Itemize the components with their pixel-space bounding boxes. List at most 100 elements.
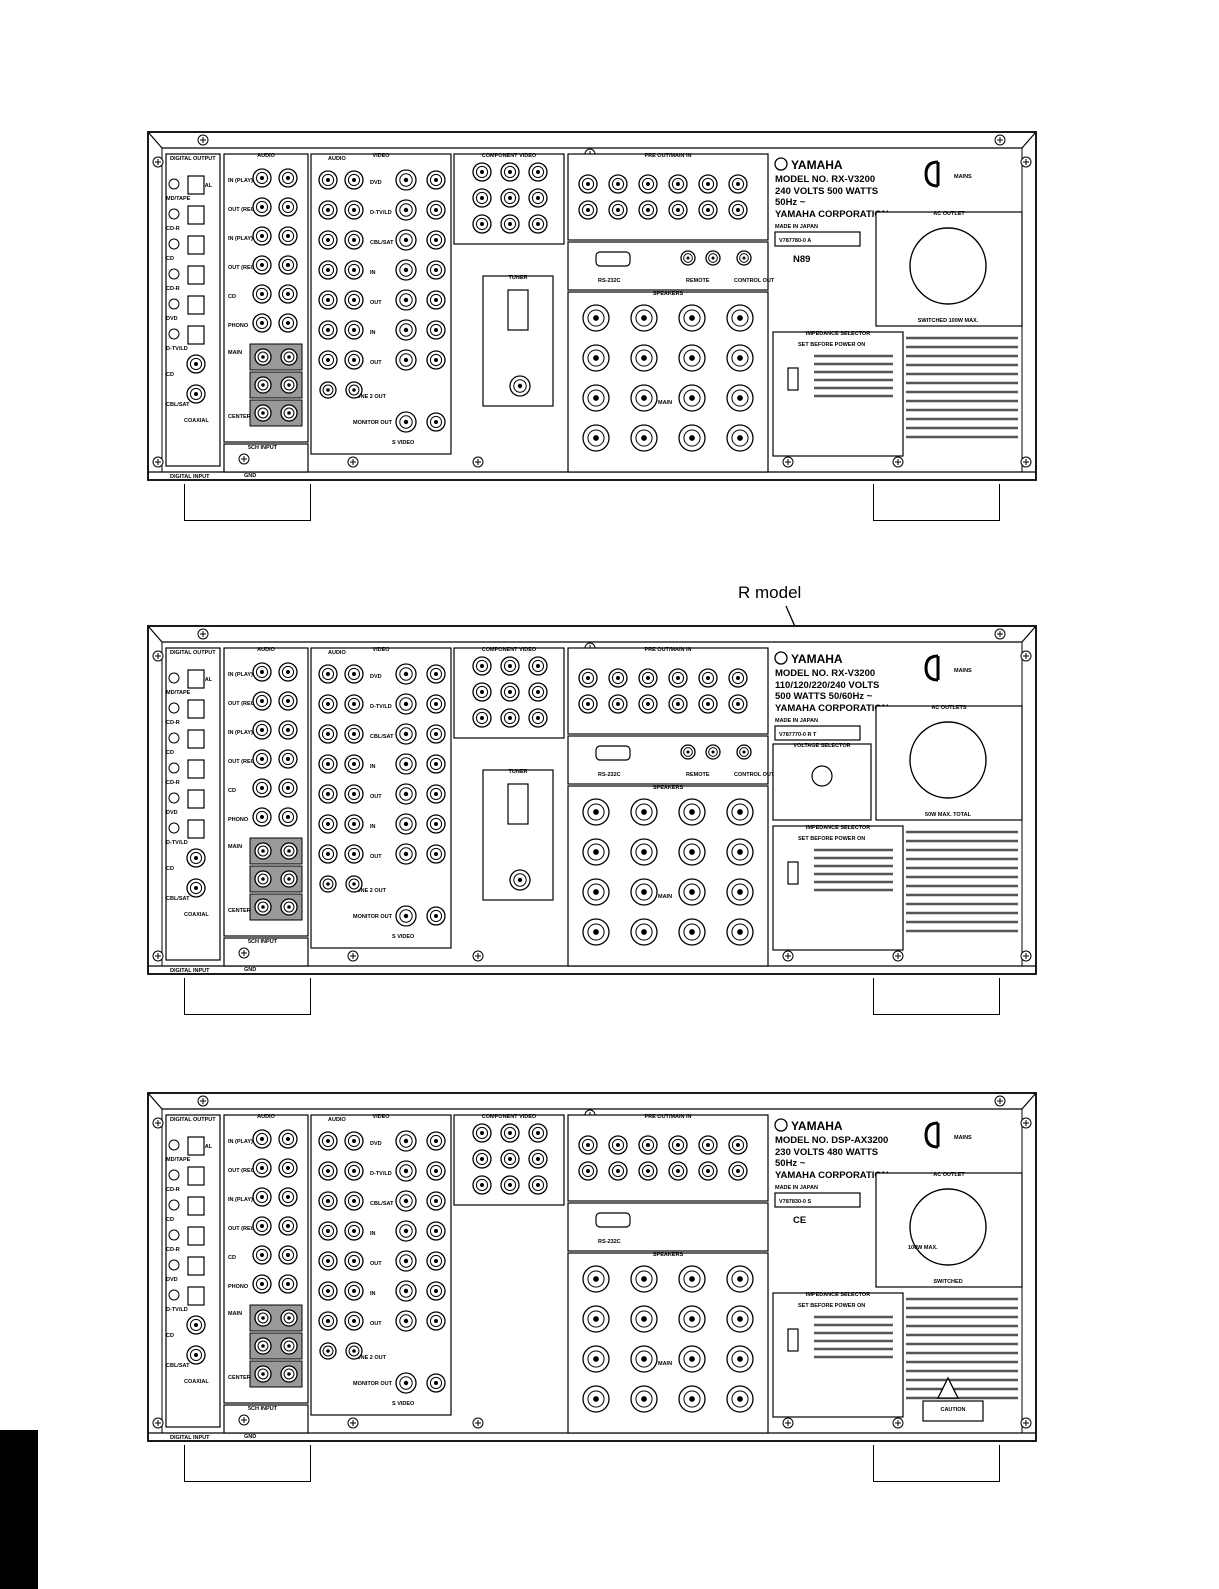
component-jack[interactable]	[500, 188, 520, 208]
audio-jack-left[interactable]	[252, 1245, 272, 1265]
pre-out-jack[interactable]	[578, 694, 598, 714]
video-jack[interactable]	[426, 1191, 446, 1211]
video-jack[interactable]	[426, 844, 446, 864]
5ch-jack[interactable]	[280, 898, 298, 916]
optical-port[interactable]	[187, 295, 205, 315]
component-jack[interactable]	[500, 162, 520, 182]
video-audio-jack-r[interactable]	[344, 754, 364, 774]
audio-jack-right[interactable]	[278, 1216, 298, 1236]
video-audio-jack-r[interactable]	[344, 1311, 364, 1331]
video-audio-jack-r[interactable]	[344, 1251, 364, 1271]
speaker-terminal[interactable]	[726, 344, 754, 372]
audio-jack-right[interactable]	[278, 168, 298, 188]
audio-jack-right[interactable]	[278, 720, 298, 740]
s-video-jack[interactable]	[395, 1310, 417, 1332]
pre-out-jack[interactable]	[638, 174, 658, 194]
video-audio-jack-r[interactable]	[344, 784, 364, 804]
pre-out-jack[interactable]	[578, 668, 598, 688]
speaker-terminal[interactable]	[582, 344, 610, 372]
s-video-jack[interactable]	[395, 289, 417, 311]
zone2-jack[interactable]	[345, 875, 363, 893]
component-jack[interactable]	[500, 1123, 520, 1143]
video-audio-jack-r[interactable]	[344, 170, 364, 190]
pre-out-jack[interactable]	[638, 1135, 658, 1155]
monitor-s-video-jack[interactable]	[395, 1372, 417, 1394]
video-jack[interactable]	[426, 1311, 446, 1331]
pre-out-jack[interactable]	[638, 694, 658, 714]
fm-antenna-jack[interactable]	[509, 869, 531, 891]
optical-port[interactable]	[187, 1196, 205, 1216]
optical-port[interactable]	[187, 669, 205, 689]
video-jack[interactable]	[426, 320, 446, 340]
video-jack[interactable]	[426, 784, 446, 804]
speaker-terminal[interactable]	[630, 304, 658, 332]
speaker-terminal[interactable]	[726, 1345, 754, 1373]
optical-port[interactable]	[187, 1226, 205, 1246]
component-jack[interactable]	[500, 214, 520, 234]
component-jack[interactable]	[472, 656, 492, 676]
zone2-jack[interactable]	[319, 875, 337, 893]
video-audio-jack-r[interactable]	[344, 1131, 364, 1151]
zone2-jack[interactable]	[345, 1342, 363, 1360]
s-video-jack[interactable]	[395, 319, 417, 341]
audio-jack-right[interactable]	[278, 749, 298, 769]
pre-out-jack[interactable]	[608, 1135, 628, 1155]
pre-out-jack[interactable]	[608, 1161, 628, 1181]
audio-jack-right[interactable]	[278, 1187, 298, 1207]
ac-outlet-socket[interactable]	[909, 227, 987, 305]
speaker-terminal[interactable]	[582, 384, 610, 412]
video-audio-jack-r[interactable]	[344, 664, 364, 684]
audio-jack-right[interactable]	[278, 807, 298, 827]
speaker-terminal[interactable]	[726, 384, 754, 412]
audio-jack-right[interactable]	[278, 226, 298, 246]
rs232c-port[interactable]	[595, 745, 631, 761]
audio-jack-left[interactable]	[252, 662, 272, 682]
s-video-jack[interactable]	[395, 229, 417, 251]
audio-jack-right[interactable]	[278, 1245, 298, 1265]
antenna-terminal[interactable]	[507, 783, 529, 825]
video-audio-jack-l[interactable]	[318, 260, 338, 280]
speaker-terminal[interactable]	[582, 1385, 610, 1413]
component-jack[interactable]	[500, 682, 520, 702]
optical-port[interactable]	[187, 265, 205, 285]
video-audio-jack-l[interactable]	[318, 200, 338, 220]
optical-port[interactable]	[187, 729, 205, 749]
optical-port[interactable]	[187, 699, 205, 719]
video-jack[interactable]	[426, 814, 446, 834]
speaker-terminal[interactable]	[726, 1385, 754, 1413]
s-video-jack[interactable]	[395, 723, 417, 745]
pre-out-jack[interactable]	[638, 200, 658, 220]
component-jack[interactable]	[528, 1123, 548, 1143]
optical-port[interactable]	[187, 759, 205, 779]
5ch-jack[interactable]	[280, 404, 298, 422]
pre-out-jack[interactable]	[698, 694, 718, 714]
video-audio-jack-l[interactable]	[318, 724, 338, 744]
speaker-terminal[interactable]	[678, 918, 706, 946]
pre-out-jack[interactable]	[668, 200, 688, 220]
video-audio-jack-r[interactable]	[344, 1221, 364, 1241]
audio-jack-right[interactable]	[278, 1158, 298, 1178]
pre-out-jack[interactable]	[608, 200, 628, 220]
optical-port[interactable]	[187, 1286, 205, 1306]
component-jack[interactable]	[528, 1149, 548, 1169]
pre-out-jack[interactable]	[668, 174, 688, 194]
s-video-jack[interactable]	[395, 349, 417, 371]
video-audio-jack-l[interactable]	[318, 844, 338, 864]
pre-out-jack[interactable]	[698, 174, 718, 194]
speaker-terminal[interactable]	[678, 1305, 706, 1333]
audio-jack-left[interactable]	[252, 720, 272, 740]
speaker-terminal[interactable]	[582, 798, 610, 826]
impedance-switch[interactable]	[787, 861, 799, 885]
control-out-jack[interactable]	[736, 744, 752, 760]
video-audio-jack-r[interactable]	[344, 200, 364, 220]
speaker-terminal[interactable]	[630, 1385, 658, 1413]
speaker-terminal[interactable]	[582, 1305, 610, 1333]
audio-jack-left[interactable]	[252, 778, 272, 798]
s-video-jack[interactable]	[395, 1130, 417, 1152]
component-jack[interactable]	[472, 162, 492, 182]
s-video-jack[interactable]	[395, 813, 417, 835]
audio-jack-left[interactable]	[252, 807, 272, 827]
pre-out-jack[interactable]	[578, 200, 598, 220]
component-jack[interactable]	[528, 188, 548, 208]
remote-out-jack[interactable]	[705, 250, 721, 266]
